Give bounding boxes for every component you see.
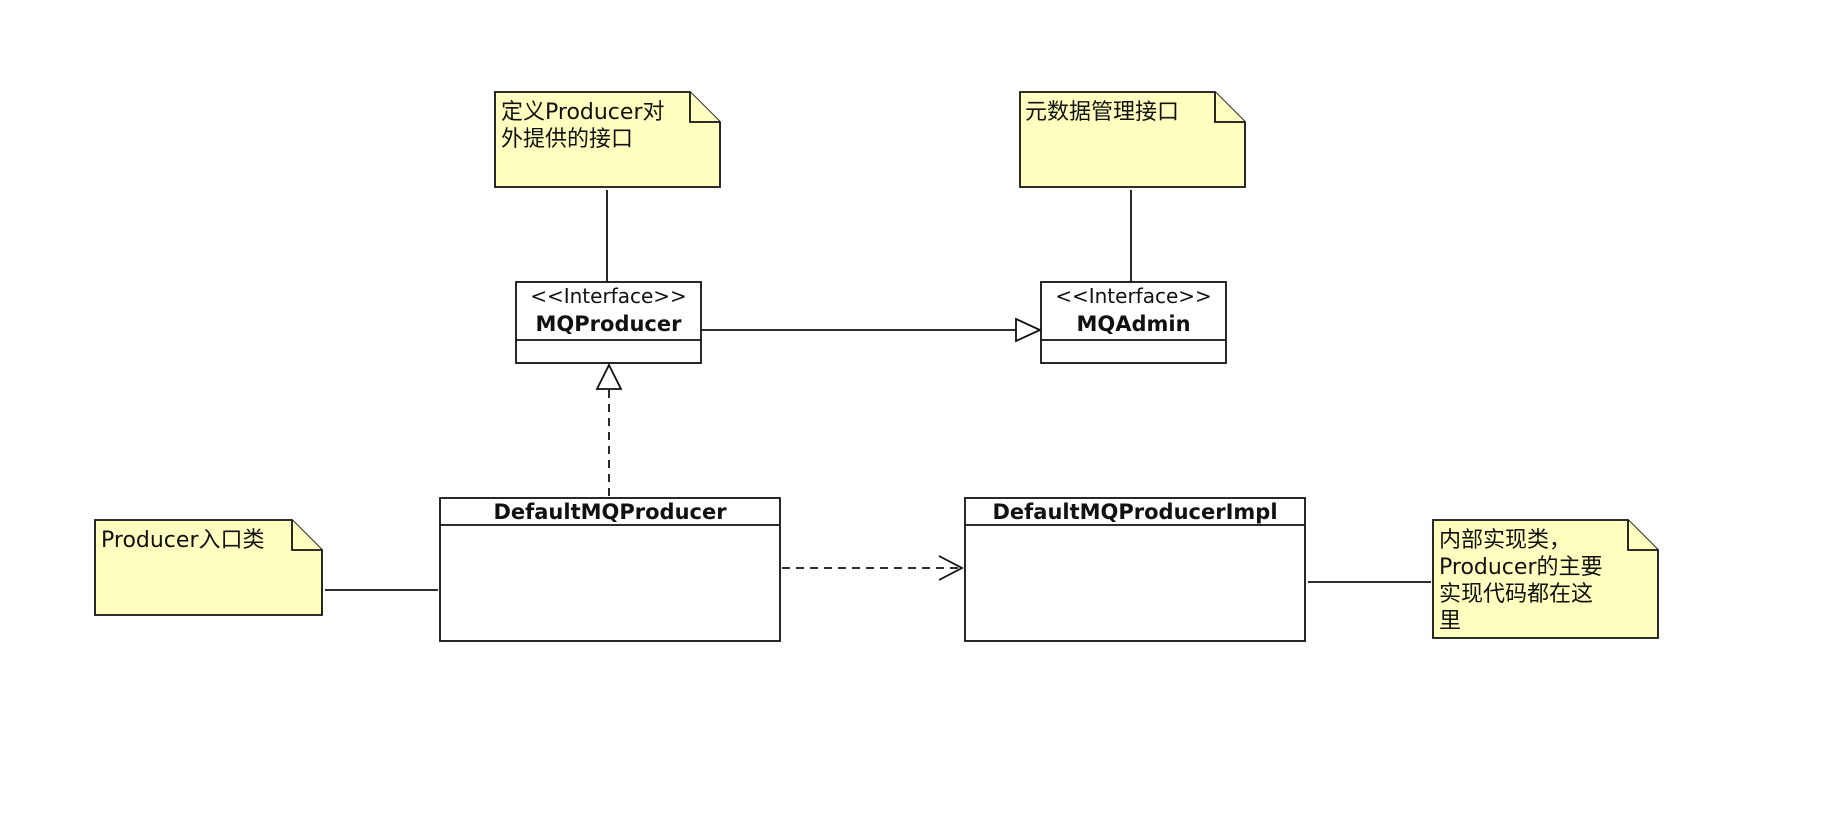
note-impl-line-4: 里 <box>1439 609 1461 634</box>
note-admin-interface-line-1: 元数据管理接口 <box>1025 100 1179 125</box>
mqproducer-name: MQProducer <box>536 312 683 336</box>
dependency-arrowhead <box>938 555 964 581</box>
defaultmqproducer-name: DefaultMQProducer <box>493 500 727 524</box>
class-defaultmqproducer[interactable]: DefaultMQProducer <box>439 497 781 642</box>
defaultmqproducerimpl-name: DefaultMQProducerImpl <box>992 500 1277 524</box>
note-entry-line-1: Producer入口类 <box>101 528 265 553</box>
mqproducer-stereotype: <<Interface>> <box>530 284 687 308</box>
generalization-mqproducer-to-mqadmin <box>702 317 1043 343</box>
generalization-arrowhead <box>1015 317 1043 343</box>
note-impl-line-1: 内部实现类， <box>1439 528 1571 553</box>
note-impl-line-2: Producer的主要 <box>1439 555 1603 580</box>
class-mqadmin[interactable]: <<Interface>> MQAdmin <box>1040 281 1227 364</box>
realization-arrowhead <box>595 362 623 390</box>
note-impl-class[interactable]: 内部实现类， Producer的主要 实现代码都在这 里 <box>1432 519 1659 639</box>
note-producer-interface[interactable]: 定义Producer对 外提供的接口 <box>494 91 721 188</box>
mqadmin-stereotype: <<Interface>> <box>1055 284 1212 308</box>
mqadmin-name: MQAdmin <box>1076 312 1190 336</box>
note-admin-interface[interactable]: 元数据管理接口 <box>1019 91 1246 188</box>
note-impl-line-3: 实现代码都在这 <box>1439 582 1593 607</box>
class-defaultmqproducerimpl[interactable]: DefaultMQProducerImpl <box>964 497 1306 642</box>
realization-defaultmqproducer-to-mqproducer <box>595 362 623 496</box>
dependency-defaultmqproducer-to-impl <box>782 555 964 581</box>
note-entry-class[interactable]: Producer入口类 <box>94 519 323 616</box>
note-producer-interface-line-2: 外提供的接口 <box>501 127 633 152</box>
class-mqproducer[interactable]: <<Interface>> MQProducer <box>515 281 702 364</box>
note-producer-interface-line-1: 定义Producer对 <box>501 100 665 125</box>
